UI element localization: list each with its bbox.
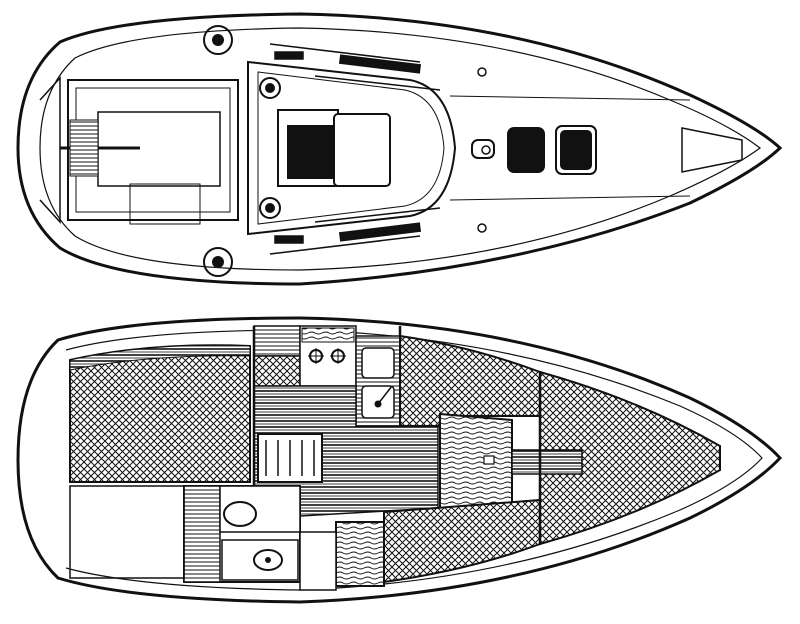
heads-compartment bbox=[183, 485, 301, 583]
hanging-locker bbox=[69, 485, 185, 579]
aft-berth-cushion bbox=[69, 344, 251, 483]
interior-hull-outline bbox=[16, 316, 783, 604]
companion-seat bbox=[69, 119, 99, 177]
interior-layout bbox=[16, 316, 783, 604]
stanchion-base bbox=[477, 223, 487, 233]
cockpit bbox=[60, 79, 239, 225]
coachroof bbox=[247, 60, 457, 236]
winch-icon-stbd-aft bbox=[203, 25, 233, 55]
winch-icon-port-fwd bbox=[259, 197, 281, 219]
starboard-settee bbox=[399, 334, 541, 427]
deck-plan bbox=[16, 12, 783, 286]
mast-step bbox=[471, 139, 495, 159]
galley bbox=[253, 325, 357, 387]
sink-counter bbox=[355, 335, 401, 427]
transom bbox=[39, 76, 61, 224]
washbasin-icon bbox=[253, 549, 283, 571]
port-settee bbox=[383, 498, 541, 584]
stove-burner-icon bbox=[308, 348, 346, 364]
deck-hull-outline bbox=[16, 12, 783, 286]
saloon-table bbox=[439, 412, 513, 512]
genoa-track-stbd bbox=[269, 43, 441, 91]
stanchion-base bbox=[477, 67, 487, 77]
winch-icon-stbd-fwd bbox=[259, 77, 281, 99]
anchor-locker bbox=[681, 127, 743, 173]
v-berth-cushion bbox=[539, 370, 721, 546]
deck-hatch bbox=[507, 127, 545, 173]
chart-table bbox=[335, 521, 385, 587]
companionway-hatch bbox=[277, 109, 391, 187]
toilet-icon bbox=[223, 501, 257, 527]
genoa-track-port bbox=[269, 207, 441, 255]
winch-icon-port-aft bbox=[203, 247, 233, 277]
